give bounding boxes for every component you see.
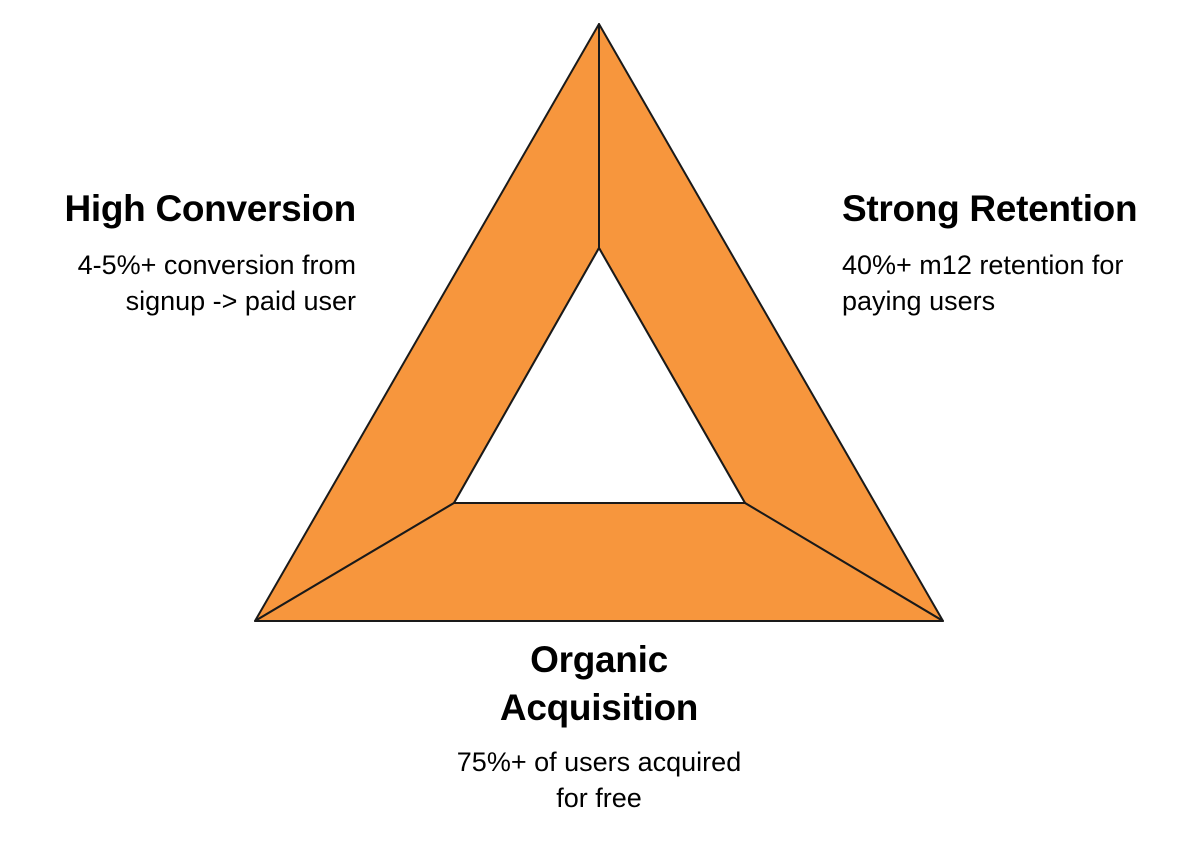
- node-description: 75%+ of users acquired for free: [456, 747, 742, 813]
- node-high-conversion: High Conversion 4-5%+ conversion from si…: [0, 185, 356, 319]
- node-description: 40%+ m12 retention for paying users: [842, 250, 1124, 316]
- node-strong-retention: Strong Retention 40%+ m12 retention for …: [842, 185, 1192, 319]
- node-title: Organic Acquisition: [499, 639, 699, 728]
- node-organic-acquisition: Organic Acquisition 75%+ of users acquir…: [399, 636, 799, 816]
- node-title: Strong Retention: [842, 188, 1138, 229]
- triangle-inner-hole: [453, 247, 746, 504]
- node-description: 4-5%+ conversion from signup -> paid use…: [77, 250, 356, 316]
- node-title: High Conversion: [64, 188, 356, 229]
- triangle-frame: [254, 23, 944, 622]
